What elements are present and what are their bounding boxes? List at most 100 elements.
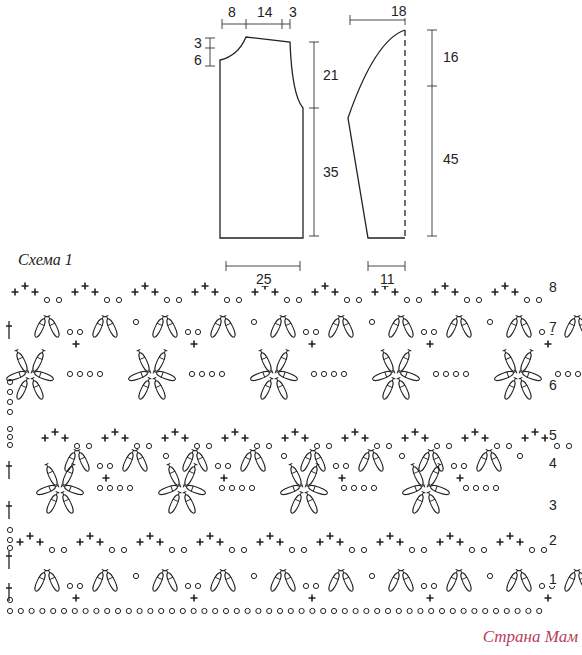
chain-stitch (321, 371, 326, 376)
tall-stitch (181, 449, 196, 472)
tall-stitch (194, 449, 209, 472)
tall-stitch (288, 463, 303, 486)
single-crochet (77, 539, 84, 546)
single-crochet (352, 429, 359, 436)
chain-stitch (277, 608, 282, 613)
dimension-label: 14 (256, 5, 274, 19)
tall-stitch (45, 491, 60, 514)
chain-stitch (189, 371, 194, 376)
chain-stitch (97, 463, 102, 468)
tall-stitch (222, 315, 237, 338)
chain-stitch (539, 329, 544, 334)
chain-stitch (443, 371, 448, 376)
chain-stitch (303, 329, 308, 334)
chain-stitch (121, 547, 126, 552)
tall-stitch (400, 569, 415, 592)
single-crochet (103, 475, 110, 482)
chain-stitch (7, 527, 12, 532)
chain-stitch (213, 608, 218, 613)
chain-stitch (127, 485, 132, 490)
chain-stitch (117, 485, 122, 490)
single-crochet (482, 435, 489, 442)
chain-stitch (361, 547, 366, 552)
chain-stitch (361, 485, 366, 490)
single-crochet (502, 283, 509, 290)
single-crochet (342, 435, 349, 442)
chain-stitch (236, 297, 241, 302)
single-crochet (447, 533, 454, 540)
chain-stitch (396, 608, 401, 613)
single-crochet (172, 429, 179, 436)
tall-stitch (134, 449, 149, 472)
chain-stitch (313, 329, 318, 334)
chain-stitch (7, 426, 12, 431)
chain-stitch (483, 608, 488, 613)
dimension-label: 45 (442, 152, 460, 166)
chain-stitch (105, 608, 110, 613)
dimension-label: 8 (227, 5, 237, 19)
single-crochet (372, 289, 379, 296)
chain-stitch (199, 371, 204, 376)
tall-stitch (563, 315, 578, 338)
chain-stitch (72, 608, 77, 613)
chain-stitch (77, 329, 82, 334)
chain-stitch (526, 608, 531, 613)
single-crochet (132, 289, 139, 296)
chain-stitch (472, 608, 477, 613)
chain-stitch (541, 547, 546, 552)
chain-stitch (229, 485, 234, 490)
tall-stitch (275, 349, 290, 372)
chain-stitch (67, 371, 72, 376)
row-number: 4 (548, 456, 558, 470)
chain-stitch (164, 297, 169, 302)
turning-stitch (6, 321, 12, 339)
chain-stitch (421, 583, 426, 588)
single-crochet (157, 539, 164, 546)
chain-stitch (461, 608, 466, 613)
tall-stitch (239, 449, 254, 472)
chain-stitch (284, 297, 289, 302)
tall-stitch (503, 377, 518, 400)
chain-stitch (487, 319, 492, 324)
chain-stitch (176, 297, 181, 302)
tall-stitch (30, 377, 45, 400)
tall-stitch (518, 377, 533, 400)
chain-stitch (7, 545, 12, 550)
chain-stitch (504, 608, 509, 613)
tall-stitch (576, 569, 582, 592)
single-crochet (73, 341, 80, 348)
single-crochet (122, 435, 129, 442)
chain-stitch (169, 608, 174, 613)
tall-stitch (387, 569, 402, 592)
single-crochet (222, 435, 229, 442)
turning-stitch (6, 461, 12, 479)
chain-stitch (67, 329, 72, 334)
tall-stitch (312, 449, 327, 472)
chain-stitch (369, 573, 374, 578)
single-crochet (102, 435, 109, 442)
tall-stitch (458, 569, 473, 592)
single-crochet (497, 539, 504, 546)
single-crochet (92, 289, 99, 296)
chain-stitch (493, 608, 498, 613)
dimension-label: 35 (322, 165, 340, 179)
chain-stitch (566, 443, 571, 448)
single-crochet (72, 289, 79, 296)
chain-stitch (506, 443, 511, 448)
single-crochet (232, 429, 239, 436)
tall-stitch (152, 377, 167, 400)
single-crochet (432, 289, 439, 296)
chain-stitch (341, 485, 346, 490)
watermark: Страна Мам (483, 628, 578, 645)
tall-stitch (305, 463, 320, 486)
chain-stitch (7, 399, 12, 404)
tall-stitch (164, 315, 179, 338)
chain-stitch (225, 463, 230, 468)
chain-stitch (281, 453, 286, 458)
single-crochet (327, 533, 334, 540)
tall-stitch (63, 449, 78, 472)
chain-stitch (267, 608, 272, 613)
tall-stitch (475, 449, 490, 472)
tall-stitch (137, 377, 152, 400)
chain-stitch (517, 453, 522, 458)
